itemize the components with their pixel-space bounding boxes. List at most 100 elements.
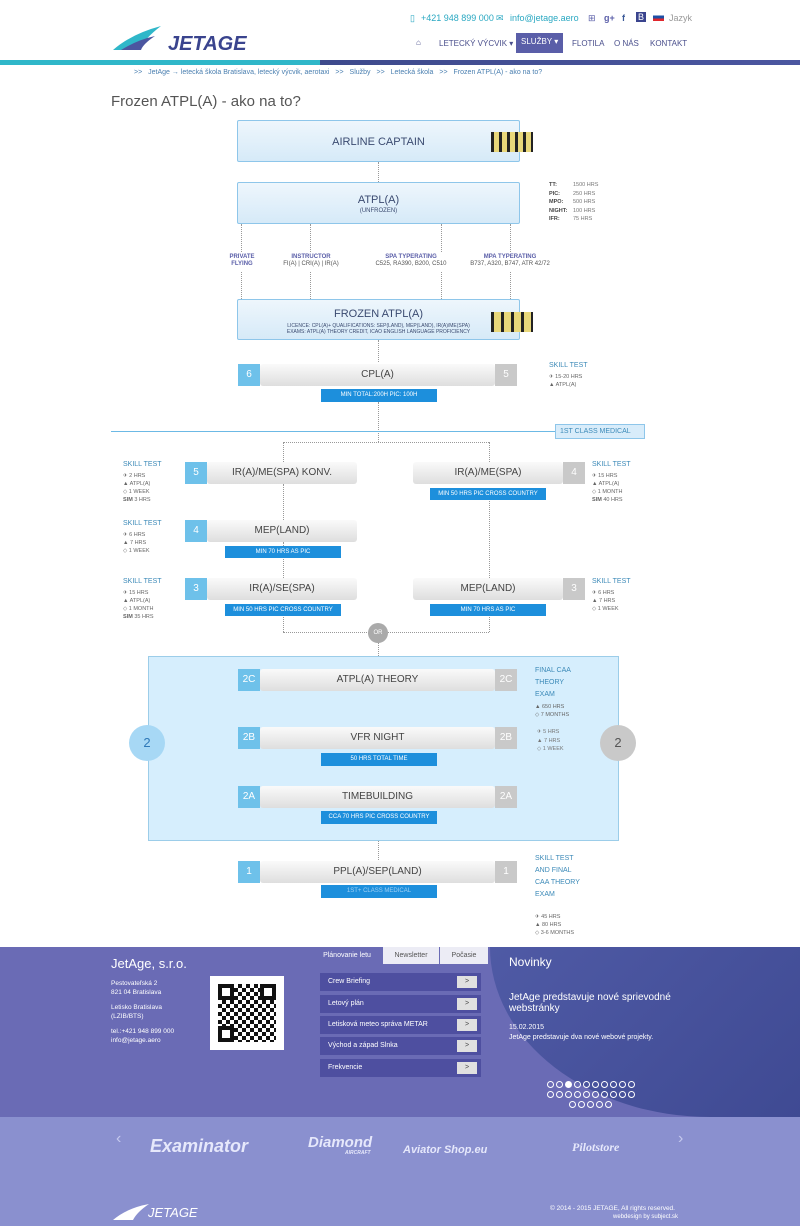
pagination-dot[interactable] — [574, 1081, 581, 1088]
nav-flotila[interactable]: FLOTILA — [572, 39, 605, 48]
go-button[interactable]: > — [457, 1040, 477, 1052]
stat-row: TT:1500 HRS — [549, 182, 599, 188]
pagination-dot[interactable] — [569, 1101, 576, 1108]
step-number: 3 — [563, 578, 585, 600]
link-metar[interactable]: Letisková meteo správa METAR> — [320, 1016, 481, 1034]
brand-name[interactable]: JETAGE — [168, 33, 247, 55]
nav-kontakt[interactable]: KONTAKT — [650, 39, 688, 48]
pagination-dot[interactable] — [610, 1081, 617, 1088]
pagination-dot[interactable] — [601, 1091, 608, 1098]
phone-number[interactable]: +421 948 899 000 — [421, 13, 494, 23]
chevron-right-icon[interactable]: › — [678, 1130, 684, 1147]
pagination-dot[interactable] — [587, 1101, 594, 1108]
captain-label: AIRLINE CAPTAIN — [332, 136, 425, 148]
webdesign-credit[interactable]: webdesign by subject.sk — [613, 1214, 679, 1220]
connector — [441, 224, 442, 252]
slovak-flag-icon[interactable] — [653, 13, 664, 21]
go-button[interactable]: > — [457, 1019, 477, 1031]
connector — [441, 272, 442, 299]
pagination-dot[interactable] — [556, 1081, 563, 1088]
frozen-atpl-box[interactable]: FROZEN ATPL(A) LICENCE: CPL(A)+ QUALIFIC… — [237, 299, 520, 340]
atpl-box[interactable]: ATPL(A) (UNFROZEN) — [237, 182, 520, 224]
go-button[interactable]: > — [457, 976, 477, 988]
sponsor-diamond[interactable]: Diamond — [308, 1134, 373, 1151]
connector — [378, 402, 379, 442]
breadcrumb-letecka-skola[interactable]: Letecká škola — [390, 69, 434, 76]
news-headline[interactable]: JetAge predstavuje nové sprievodné webst… — [509, 992, 671, 1014]
facebook-icon[interactable]: f — [622, 13, 625, 23]
timebuilding-step[interactable]: TIMEBUILDING — [260, 786, 495, 808]
pagination-dot[interactable] — [610, 1091, 617, 1098]
pagination-dot[interactable] — [619, 1081, 626, 1088]
airline-captain-box[interactable]: AIRLINE CAPTAIN — [237, 120, 520, 162]
pagination-dot[interactable] — [596, 1101, 603, 1108]
atpl-theory-step[interactable]: ATPL(A) THEORY — [260, 669, 495, 691]
ppl-step[interactable]: PPL(A)/SEP(LAND) — [260, 861, 495, 883]
google-plus-icon[interactable]: g+ — [604, 13, 615, 23]
option-private-flying[interactable]: PRIVATE FLYING — [229, 254, 255, 267]
pagination-dot[interactable] — [583, 1081, 590, 1088]
stat-row: PIC:250 HRS — [549, 190, 596, 197]
language-label[interactable]: Jazyk — [669, 13, 693, 23]
pagination-dot[interactable] — [556, 1091, 563, 1098]
cpl-step[interactable]: CPL(A) — [260, 364, 495, 386]
pagination-dot[interactable] — [619, 1091, 626, 1098]
link-vychod-zapad[interactable]: Východ a západ Slnka> — [320, 1037, 481, 1055]
cpl-skill-test: SKILL TEST ✈ 15-20 HRS ▲ ATPL(A) — [549, 362, 588, 388]
pagination-dot[interactable] — [565, 1091, 572, 1098]
ir-me-spa-step[interactable]: IR(A)/ME(SPA) — [413, 462, 563, 484]
pagination-dot[interactable] — [601, 1081, 608, 1088]
go-button[interactable]: > — [457, 998, 477, 1010]
sponsor-pilotstore[interactable]: Pilotstore — [572, 1140, 620, 1154]
pagination-dot[interactable] — [628, 1091, 635, 1098]
pagination-dot[interactable] — [628, 1081, 635, 1088]
pagination-dot[interactable] — [592, 1091, 599, 1098]
pagination-dot[interactable] — [583, 1091, 590, 1098]
pagination-dot[interactable] — [605, 1101, 612, 1108]
breadcrumb-home[interactable]: JetAge → letecká škola Bratislava, letec… — [148, 69, 330, 76]
home-icon[interactable]: ⌂ — [416, 38, 421, 47]
pagination-dot[interactable] — [592, 1081, 599, 1088]
pagination-dot[interactable] — [578, 1101, 585, 1108]
pagination-dot[interactable] — [547, 1081, 554, 1088]
link-letovy-plan[interactable]: Letový plán> — [320, 995, 481, 1013]
sponsor-examinator[interactable]: Examinator — [150, 1136, 249, 1156]
news-text: JetAge predstavuje dva nové webové proje… — [509, 1034, 654, 1041]
mep-land-step[interactable]: MEP(LAND) — [207, 520, 357, 542]
link-frekvencie[interactable]: Frekvencie> — [320, 1059, 481, 1077]
medical-divider — [111, 431, 555, 432]
footer-logo-icon[interactable] — [111, 1202, 151, 1222]
vfr-night-step[interactable]: VFR NIGHT — [260, 727, 495, 749]
jetage-logo-icon[interactable] — [111, 24, 163, 54]
link-crew-briefing[interactable]: Crew Briefing> — [320, 973, 481, 991]
mep-right-requirement: MIN 70 HRS AS PIC — [430, 604, 546, 616]
email-link[interactable]: info@jetage.aero — [510, 13, 579, 23]
tab-pocasie[interactable]: Počasie — [440, 947, 488, 964]
qr-code[interactable] — [210, 976, 284, 1050]
connector — [489, 614, 490, 632]
nav-letecky-vycvik[interactable]: LETECKÝ VÝCVIK ▾ — [439, 39, 514, 48]
tab-newsletter[interactable]: Newsletter — [383, 947, 439, 964]
nav-o-nas[interactable]: O NÁS — [614, 39, 639, 48]
blog-icon[interactable]: B — [636, 12, 647, 22]
breadcrumb-sluzby[interactable]: Služby — [349, 69, 371, 76]
sponsor-aviator-shop[interactable]: Aviator Shop.eu — [403, 1144, 488, 1156]
pagination-dot[interactable] — [547, 1091, 554, 1098]
mep-land-right-step[interactable]: MEP(LAND) — [413, 578, 563, 600]
ir-me-spa-konv-step[interactable]: IR(A)/ME(SPA) KONV. — [207, 462, 357, 484]
nav-sluzby[interactable]: SLUŽBY ▾ — [516, 33, 564, 53]
sitemap-icon[interactable]: ⊞ — [588, 13, 596, 23]
footer-brand[interactable]: JETAGE — [148, 1205, 198, 1220]
stat-row: NIGHT:100 HRS — [549, 207, 596, 214]
go-button[interactable]: > — [457, 1062, 477, 1074]
chevron-left-icon[interactable]: ‹ — [116, 1130, 122, 1147]
tab-planovanie-letu[interactable]: Plánovanie letu — [312, 947, 382, 964]
pagination-dot[interactable] — [574, 1091, 581, 1098]
step-number: 5 — [495, 364, 517, 386]
ir-se-spa-step[interactable]: IR(A)/SE(SPA) — [207, 578, 357, 600]
phase-2-right-badge: 2 — [600, 725, 636, 761]
pagination-dot-active[interactable] — [565, 1081, 572, 1088]
